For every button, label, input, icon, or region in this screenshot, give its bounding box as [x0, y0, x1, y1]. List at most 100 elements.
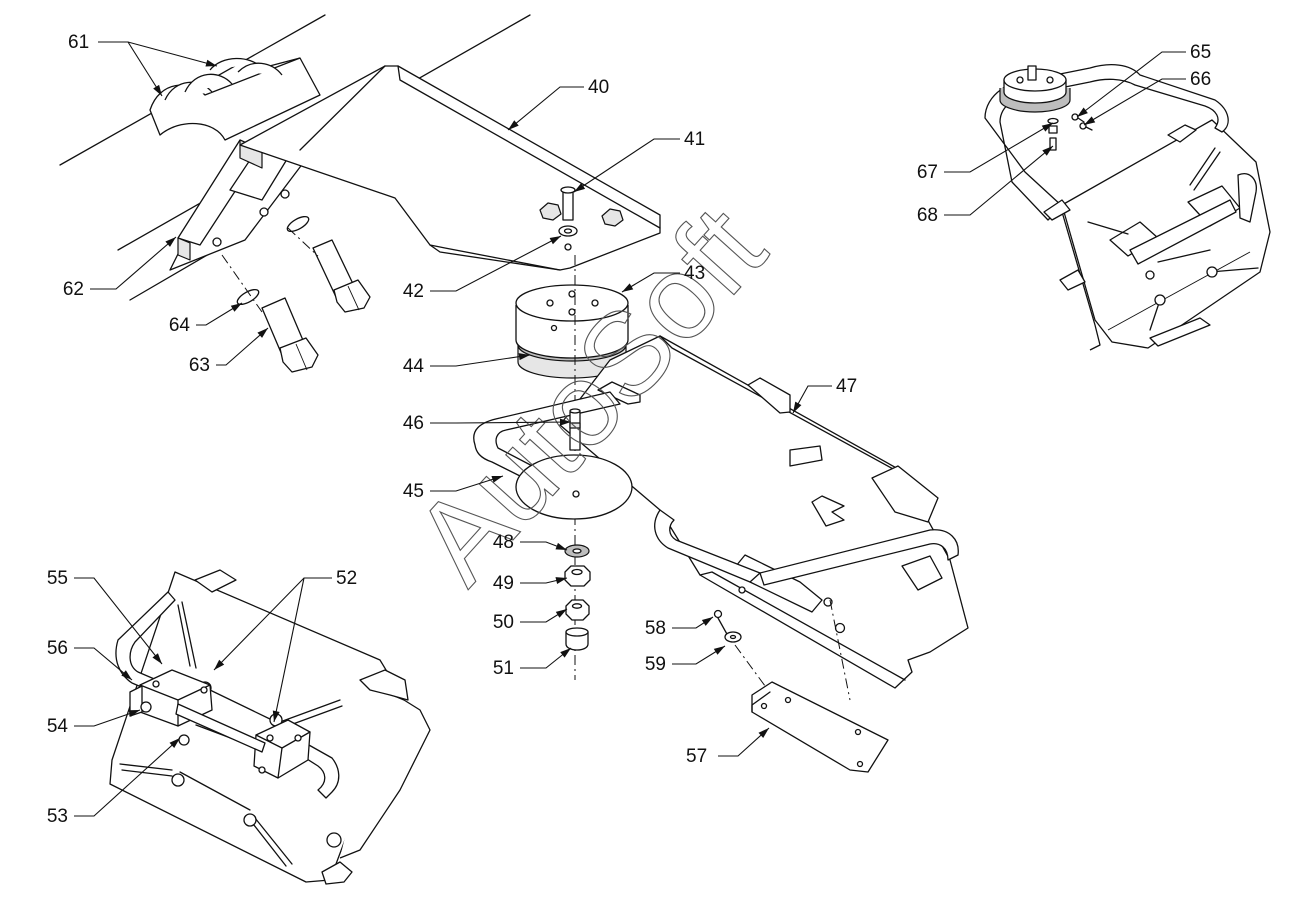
nut-50	[565, 599, 590, 621]
callout-label-47: 47	[836, 376, 857, 397]
pin-46	[569, 408, 581, 451]
leader-line-47	[792, 385, 832, 414]
inset-battery-holder-top-right	[984, 64, 1271, 351]
callout-label-50: 50	[493, 612, 514, 633]
callout-label-67: 67	[917, 162, 938, 183]
leader-arrowhead-56	[121, 670, 132, 680]
callout-label-46: 46	[403, 413, 424, 434]
washer-64	[236, 215, 310, 306]
callout-label-52: 52	[336, 568, 357, 589]
leader-line-55	[74, 577, 163, 665]
callout-label-55: 55	[47, 568, 68, 589]
leader-line-57	[718, 727, 770, 757]
callout-label-66: 66	[1190, 69, 1211, 90]
callout-label-57: 57	[686, 746, 707, 767]
callout-label-64: 64	[169, 315, 191, 336]
leader-arrowhead-55	[152, 653, 162, 664]
pad-plate-57	[751, 681, 889, 773]
leader-line-40	[507, 86, 584, 131]
leader-arrowhead-59	[713, 646, 725, 655]
leader-arrowhead-45	[491, 476, 503, 483]
leader-line-65	[1076, 51, 1186, 118]
leader-line-52-2	[273, 577, 305, 723]
leader-arrowhead-52-2	[272, 710, 280, 722]
battery-tray-47	[559, 335, 969, 689]
leader-line-41	[573, 138, 680, 193]
rubber-pads-61	[149, 57, 321, 141]
leader-line-64	[196, 302, 243, 326]
nut-49	[564, 565, 591, 587]
leader-line-67	[944, 122, 1054, 173]
leader-arrowhead-67	[1041, 123, 1053, 132]
leader-line-63	[216, 327, 269, 366]
callout-label-54: 54	[47, 716, 69, 737]
leader-arrowhead-47	[793, 401, 802, 413]
cap-51	[565, 627, 589, 651]
leader-line-43	[621, 272, 680, 293]
leader-arrowhead-51	[560, 648, 571, 658]
callout-label-49: 49	[493, 573, 514, 594]
leader-line-53	[74, 737, 181, 817]
leader-arrowhead-62	[165, 237, 176, 247]
tubular-frame-45	[473, 391, 959, 591]
callout-label-42: 42	[403, 281, 424, 302]
callout-label-45: 45	[403, 481, 424, 502]
leader-arrowhead-42	[549, 236, 561, 245]
leader-arrowhead-49	[555, 577, 567, 584]
clamp-blocks-52-56	[129, 669, 311, 779]
leader-arrowhead-46	[559, 418, 571, 426]
leader-line-46	[430, 421, 572, 424]
mounting-plate-40	[239, 65, 661, 271]
leader-arrowhead-57	[758, 728, 769, 738]
callout-leaders	[74, 41, 1186, 817]
callout-label-65: 65	[1190, 42, 1211, 63]
callout-label-41: 41	[684, 129, 705, 150]
leader-arrowhead-40	[508, 120, 519, 130]
callout-label-56: 56	[47, 638, 68, 659]
washer-42	[558, 225, 578, 237]
callout-label-63: 63	[189, 355, 210, 376]
leader-arrowhead-63	[257, 328, 268, 338]
leader-arrowhead-68	[1042, 146, 1053, 156]
leader-line-45	[430, 475, 504, 492]
bolt-63-b	[312, 239, 371, 313]
callout-label-59: 59	[645, 654, 666, 675]
leader-line-56	[74, 647, 133, 681]
leader-arrowhead-53	[169, 738, 180, 748]
leader-line-62	[90, 236, 177, 290]
callout-label-51: 51	[493, 658, 514, 679]
leader-arrowhead-65	[1077, 107, 1088, 117]
leader-arrowhead-66	[1084, 116, 1096, 125]
bolt-63-a	[261, 297, 319, 373]
callout-label-68: 68	[917, 205, 938, 226]
leader-arrowhead-52	[214, 659, 225, 670]
plate-hex-bolts	[539, 202, 624, 227]
callout-label-61: 61	[68, 32, 89, 53]
callout-label-62: 62	[63, 279, 84, 300]
callout-label-43: 43	[684, 263, 705, 284]
leader-arrowhead-61	[205, 59, 217, 67]
callout-label-53: 53	[47, 806, 68, 827]
leader-line-42	[430, 235, 562, 292]
callout-labels: 6140414243444647454849505158595762646365…	[47, 32, 1211, 827]
washer-48	[564, 544, 590, 558]
inset-mount-head	[999, 65, 1071, 113]
leader-arrowhead-44	[518, 353, 530, 361]
leader-arrowhead-43	[622, 283, 634, 292]
leader-arrowhead-58	[701, 617, 713, 626]
leader-line-68	[944, 145, 1054, 216]
washer-59	[724, 631, 742, 643]
bolt-41	[560, 186, 576, 221]
inset-battery-holder-bottom-left	[109, 569, 431, 885]
leader-line-59	[672, 645, 726, 665]
leader-line-44	[430, 354, 531, 367]
callout-label-48: 48	[493, 532, 514, 553]
leader-arrowhead-61-2	[153, 84, 162, 96]
leader-line-61	[98, 41, 218, 67]
callout-label-58: 58	[645, 618, 666, 639]
support-plate-45	[515, 454, 633, 520]
leader-arrowhead-48	[555, 542, 567, 550]
leader-arrowhead-54	[128, 710, 140, 717]
leader-arrowhead-64	[230, 303, 242, 312]
